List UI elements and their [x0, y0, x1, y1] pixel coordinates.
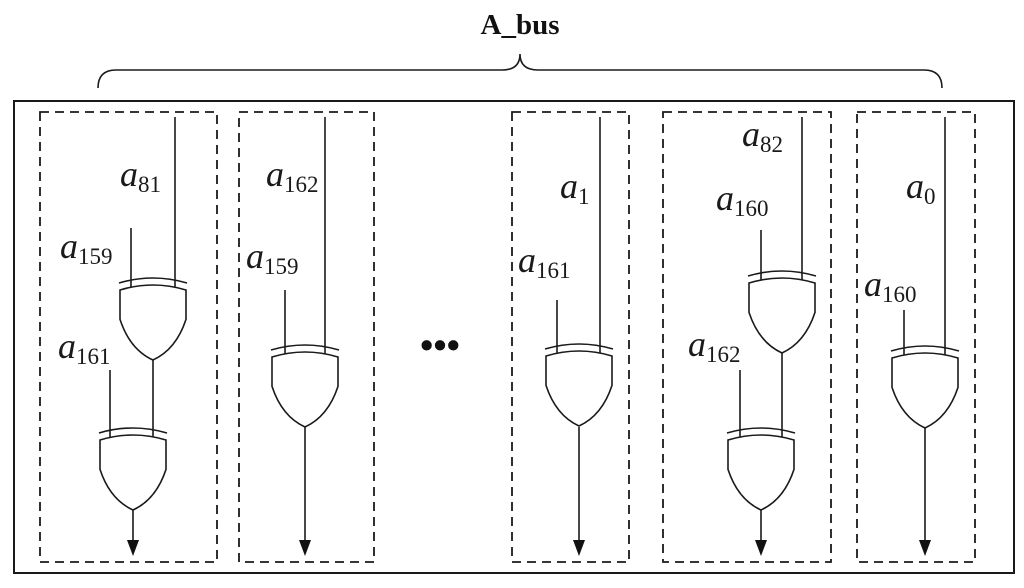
signal-label: a1 — [560, 166, 590, 209]
cell-5-labels: a0 a160 — [864, 166, 936, 307]
output-arrow — [127, 540, 139, 556]
output-arrow — [919, 540, 931, 556]
cell-4-box — [662, 111, 832, 563]
signal-label: a161 — [58, 326, 111, 369]
xor-gate-body — [99, 434, 167, 511]
output-arrows — [127, 540, 931, 556]
output-arrow — [755, 540, 767, 556]
xor-gates — [98, 270, 960, 511]
cell-4-labels: a82 a160 a162 — [688, 114, 783, 367]
cell-3-labels: a1 a161 — [518, 166, 590, 283]
output-arrow — [573, 540, 585, 556]
signal-label: a0 — [906, 166, 936, 209]
signal-label: a160 — [864, 264, 917, 307]
bus-brace — [97, 53, 943, 89]
cell-3-box — [511, 111, 630, 563]
xor-gate-input-arc — [726, 427, 796, 434]
xor-gate-body — [891, 352, 959, 429]
cell-2-labels: a162 a159 — [246, 154, 319, 279]
signal-label: a159 — [246, 236, 299, 279]
signal-label: a82 — [742, 114, 783, 157]
signal-label: a162 — [266, 154, 319, 197]
xor-gate-body — [727, 434, 795, 511]
xor-gate-body — [748, 277, 816, 354]
xor-gate-input-arc — [118, 277, 188, 284]
output-arrow — [299, 540, 311, 556]
wires — [109, 117, 946, 540]
signal-label: a159 — [60, 226, 113, 269]
ellipsis: ••• — [420, 325, 460, 367]
xor-gate-body — [271, 351, 339, 428]
bus-frame — [13, 100, 1015, 574]
signal-label: a161 — [518, 240, 571, 283]
signal-label: a162 — [688, 324, 741, 367]
xor-gate-body — [545, 350, 613, 427]
cell-2-box — [238, 111, 375, 563]
xor-gate-input-arc — [890, 345, 960, 352]
signal-label: a160 — [716, 178, 769, 221]
bus-title: A_bus — [481, 9, 560, 41]
cell-1-box — [39, 111, 218, 563]
xor-gate-input-arc — [270, 344, 340, 351]
xor-gate-body — [119, 284, 187, 361]
xor-gate-input-arc — [544, 343, 614, 350]
signal-label: a81 — [120, 154, 161, 197]
xor-gate-input-arc — [98, 427, 168, 434]
cell-1-labels: a81 a159 a161 — [58, 154, 161, 369]
xor-gate-input-arc — [747, 270, 817, 277]
